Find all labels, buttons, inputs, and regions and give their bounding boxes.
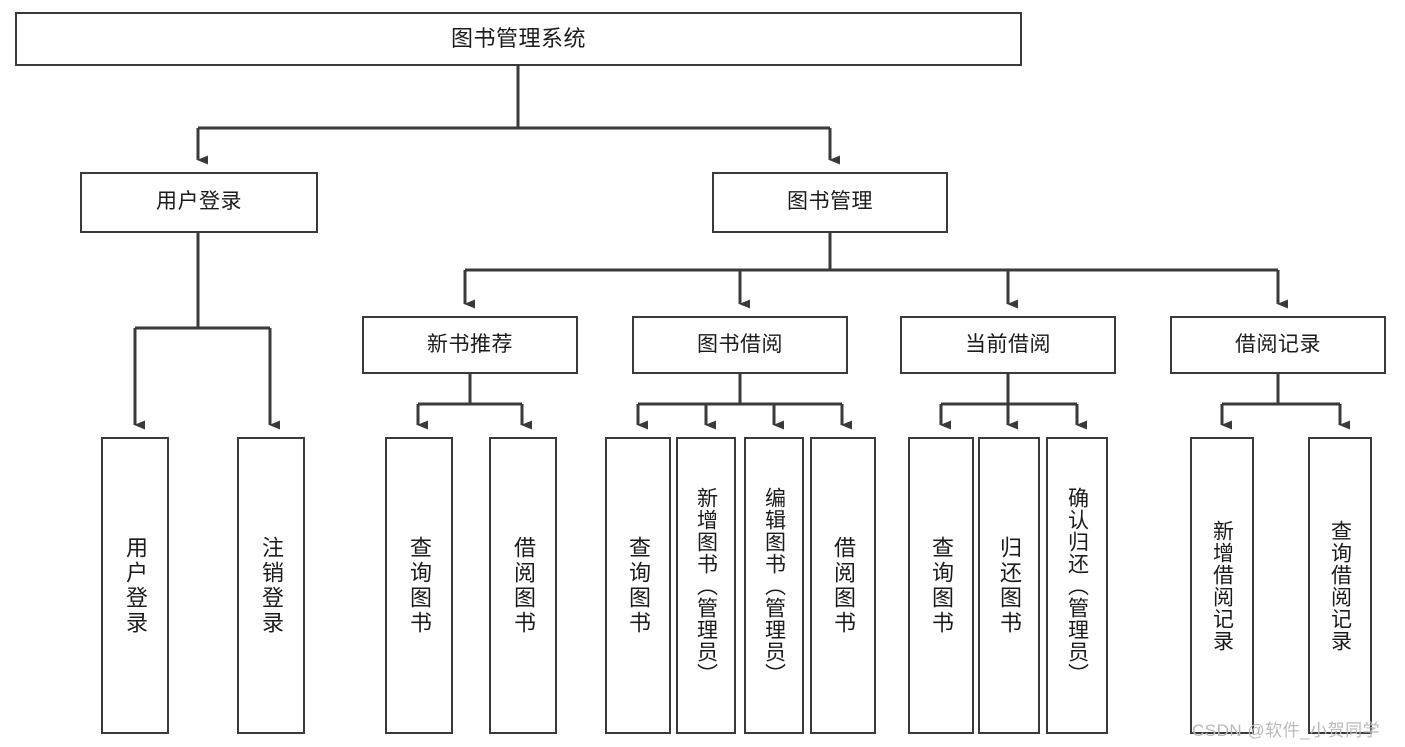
node-root-label: 图书管理系统 bbox=[450, 26, 586, 52]
node-leaf-query-book-1[interactable]: 查询图书 bbox=[385, 437, 453, 734]
node-user-login[interactable]: 用户登录 bbox=[80, 172, 318, 233]
node-leaf-add-book[interactable]: 新增图书（管理员） bbox=[676, 437, 736, 734]
node-leaf-borrow-book-1-label: 借阅图书 bbox=[511, 535, 536, 636]
node-leaf-query-book-1-label: 查询图书 bbox=[407, 535, 432, 636]
node-leaf-add-book-label: 新增图书（管理员） bbox=[694, 486, 718, 685]
node-root[interactable]: 图书管理系统 bbox=[15, 12, 1022, 66]
node-leaf-edit-book[interactable]: 编辑图书（管理员） bbox=[744, 437, 804, 734]
node-leaf-query-record[interactable]: 查询借阅记录 bbox=[1308, 437, 1372, 734]
node-leaf-edit-book-label: 编辑图书（管理员） bbox=[762, 486, 786, 685]
node-leaf-add-record-label: 新增借阅记录 bbox=[1210, 519, 1234, 652]
node-current-borrow-label: 当前借阅 bbox=[965, 332, 1051, 356]
node-leaf-user-login-label: 用户登录 bbox=[123, 535, 148, 636]
node-new-book-recommend[interactable]: 新书推荐 bbox=[362, 316, 578, 374]
node-leaf-return-book-label: 归还图书 bbox=[997, 535, 1022, 636]
watermark-text: CSDN @软件_小贺同学 bbox=[1192, 721, 1381, 740]
node-leaf-borrow-book-2-label: 借阅图书 bbox=[831, 535, 856, 636]
node-borrow-record-label: 借阅记录 bbox=[1235, 332, 1321, 356]
node-book-borrow-label: 图书借阅 bbox=[697, 332, 783, 356]
node-leaf-borrow-book-1[interactable]: 借阅图书 bbox=[489, 437, 557, 734]
node-borrow-record[interactable]: 借阅记录 bbox=[1170, 316, 1386, 374]
node-user-login-label: 用户登录 bbox=[156, 190, 242, 214]
node-leaf-borrow-book-2[interactable]: 借阅图书 bbox=[810, 437, 876, 734]
node-leaf-logout-login-label: 注销登录 bbox=[259, 535, 284, 636]
node-leaf-query-book-3-label: 查询图书 bbox=[929, 535, 954, 636]
node-leaf-query-record-label: 查询借阅记录 bbox=[1328, 519, 1352, 652]
node-leaf-query-book-3[interactable]: 查询图书 bbox=[908, 437, 974, 734]
node-leaf-confirm-return[interactable]: 确认归还（管理员） bbox=[1046, 437, 1108, 734]
node-current-borrow[interactable]: 当前借阅 bbox=[900, 316, 1116, 374]
node-leaf-add-record[interactable]: 新增借阅记录 bbox=[1190, 437, 1254, 734]
node-leaf-query-book-2[interactable]: 查询图书 bbox=[605, 437, 671, 734]
node-leaf-confirm-return-label: 确认归还（管理员） bbox=[1065, 486, 1089, 685]
node-leaf-return-book[interactable]: 归还图书 bbox=[978, 437, 1040, 734]
node-book-management-label: 图书管理 bbox=[787, 190, 873, 214]
node-leaf-logout-login[interactable]: 注销登录 bbox=[237, 437, 305, 734]
node-new-book-recommend-label: 新书推荐 bbox=[427, 332, 513, 356]
node-leaf-query-book-2-label: 查询图书 bbox=[626, 535, 651, 636]
node-leaf-user-login[interactable]: 用户登录 bbox=[101, 437, 169, 734]
node-book-borrow[interactable]: 图书借阅 bbox=[632, 316, 848, 374]
node-book-management[interactable]: 图书管理 bbox=[712, 172, 948, 233]
